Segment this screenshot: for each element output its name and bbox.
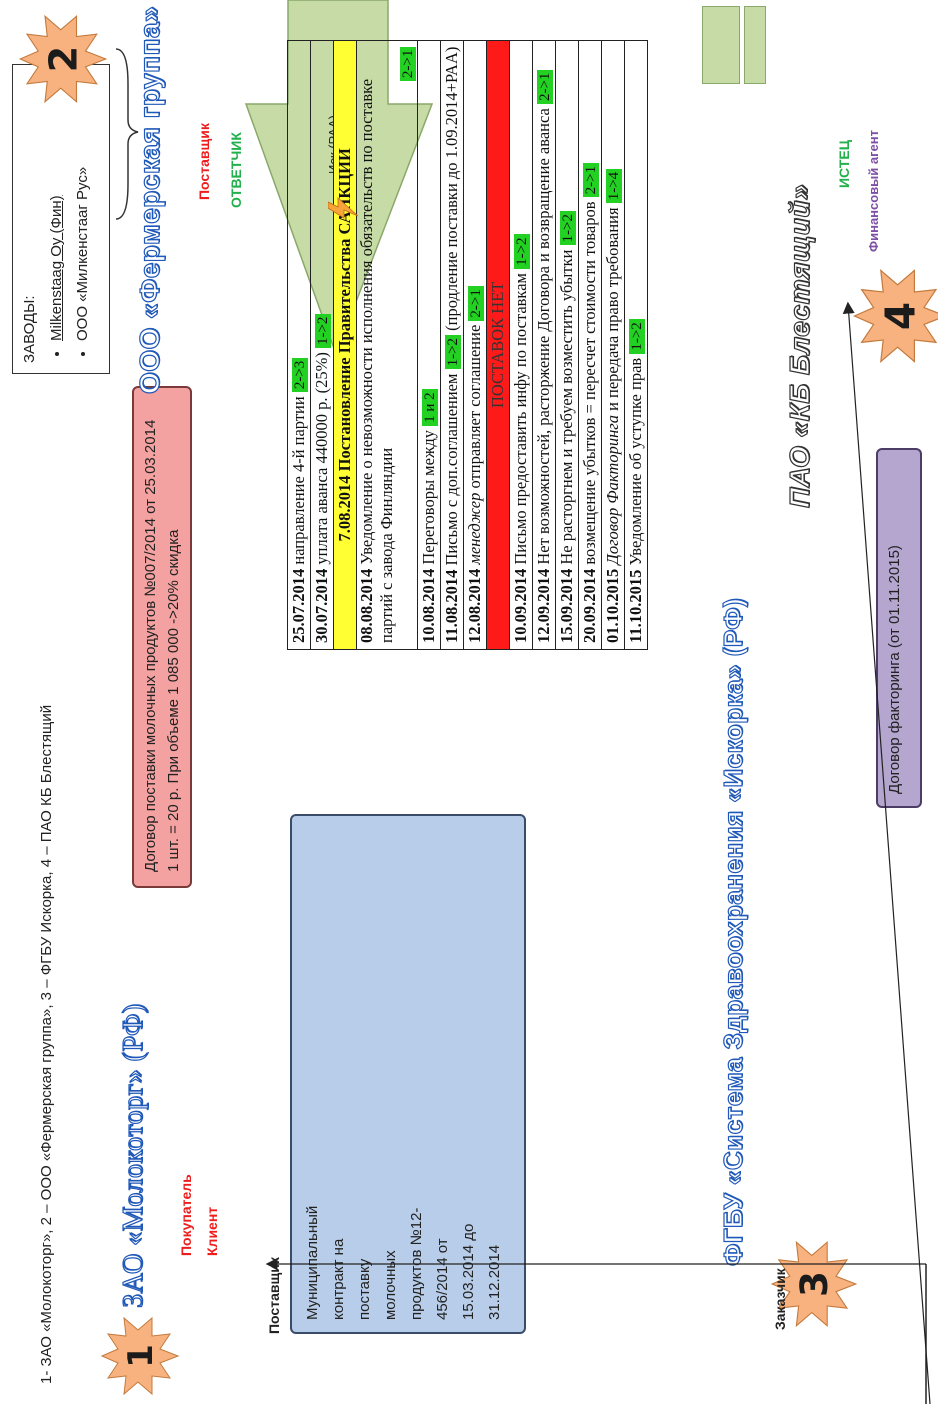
burst-3-number: 3: [792, 1271, 836, 1297]
burst-1-number: 1: [121, 1344, 161, 1368]
burst-2-number: 2: [42, 46, 87, 73]
lightning-icon: [328, 197, 358, 219]
factories-brace-icon: [115, 48, 139, 220]
burst-4-number: 4: [876, 302, 924, 330]
burst-1-icon: 1: [100, 1316, 180, 1396]
burst-3-icon: 3: [770, 1240, 858, 1328]
burst-4-icon: 4: [852, 268, 938, 364]
burst-2-icon: 2: [18, 14, 108, 104]
arrow-to-bank: [842, 301, 931, 1404]
